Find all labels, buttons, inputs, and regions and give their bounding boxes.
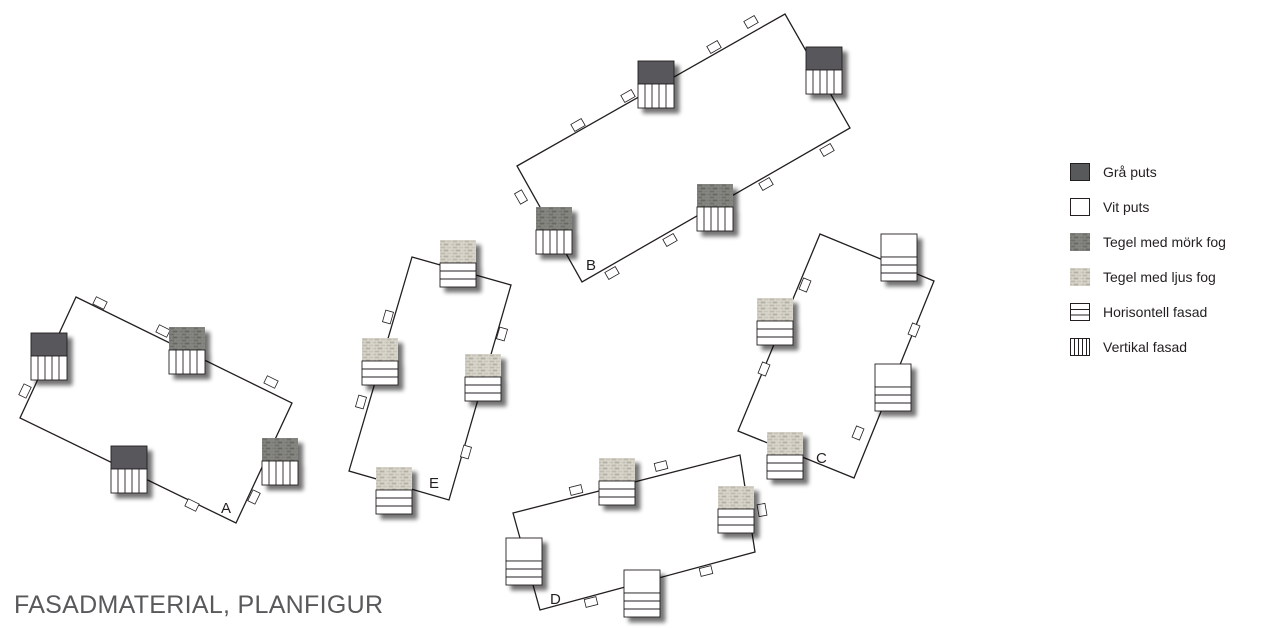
brick-dark-swatch xyxy=(697,184,733,207)
horizontal-facade-mark xyxy=(361,360,399,386)
facade-marker xyxy=(880,233,918,282)
horizontal-facade-mark xyxy=(766,454,804,480)
facade-marker xyxy=(637,60,675,109)
legend-label: Tegel med ljus fog xyxy=(1103,269,1216,285)
brick-light-joint-swatch xyxy=(1070,268,1090,286)
legend: Grå puts Vit puts Tegel med mörk fog Teg… xyxy=(1070,162,1270,372)
horizontal-facade-mark xyxy=(717,508,755,534)
legend-label: Grå puts xyxy=(1103,164,1157,180)
brick-dark-swatch xyxy=(536,207,572,230)
vertical-facade-mark xyxy=(30,355,68,381)
facade-marker xyxy=(874,363,912,412)
building-label: E xyxy=(429,475,439,492)
horizontal-facade-mark xyxy=(505,560,543,586)
window-marks xyxy=(757,277,921,441)
window-marks xyxy=(513,14,835,281)
legend-label: Horisontell fasad xyxy=(1103,304,1208,320)
facade-marker xyxy=(168,327,206,375)
legend-item-brick-dark-joint: Tegel med mörk fog xyxy=(1070,232,1270,252)
white-swatch xyxy=(623,569,661,594)
vertical-facade-mark xyxy=(637,83,675,109)
legend-label: Vertikal fasad xyxy=(1103,339,1188,355)
white-swatch xyxy=(874,363,912,388)
facade-marker xyxy=(717,486,755,534)
gray-swatch xyxy=(110,445,148,470)
facade-marker xyxy=(375,467,413,515)
window-marks xyxy=(18,296,279,512)
vertical-facade-mark xyxy=(168,349,206,375)
facade-marker xyxy=(110,445,148,494)
white-swatch xyxy=(505,537,543,562)
horizontal-facade-mark xyxy=(756,320,794,346)
building-label: A xyxy=(221,500,231,517)
brick-dark-swatch xyxy=(169,327,205,350)
facade-markers xyxy=(30,46,918,618)
facade-marker xyxy=(439,240,477,288)
brick-light-swatch xyxy=(440,240,476,263)
building-a: A xyxy=(18,296,293,524)
vertical-facade-mark xyxy=(535,229,573,255)
facade-marker xyxy=(30,332,68,381)
legend-item-brick-light-joint: Tegel med ljus fog xyxy=(1070,267,1270,287)
building-e-outline xyxy=(348,256,512,501)
brick-light-swatch xyxy=(757,298,793,321)
horizontal-facade-mark xyxy=(880,256,918,282)
vertical-facade-swatch xyxy=(1070,338,1090,356)
legend-item-white-render: Vit puts xyxy=(1070,197,1270,217)
brick-light-swatch xyxy=(599,458,635,481)
facade-marker xyxy=(261,438,299,486)
facade-marker xyxy=(623,569,661,618)
facade-marker xyxy=(805,46,843,95)
horizontal-facade-swatch xyxy=(1070,303,1090,321)
brick-light-swatch xyxy=(465,354,501,377)
brick-light-swatch xyxy=(718,486,754,509)
building-e: E xyxy=(348,256,512,501)
facade-marker xyxy=(598,458,636,506)
window-marks xyxy=(355,309,508,460)
gray-swatch xyxy=(30,332,68,357)
horizontal-facade-mark xyxy=(623,592,661,618)
brick-light-swatch xyxy=(362,338,398,361)
horizontal-facade-mark xyxy=(439,262,477,288)
white-swatch xyxy=(880,233,918,258)
vertical-facade-mark xyxy=(696,206,734,232)
page-title: FASADMATERIAL, PLANFIGUR xyxy=(14,591,384,619)
building-label: C xyxy=(816,450,827,467)
gray-swatch xyxy=(637,60,675,85)
legend-label: Vit puts xyxy=(1103,199,1150,215)
facade-marker xyxy=(696,184,734,232)
building-label: B xyxy=(586,257,596,274)
horizontal-facade-mark xyxy=(375,489,413,515)
legend-item-vertical-facade: Vertikal fasad xyxy=(1070,337,1270,357)
white-render-swatch xyxy=(1070,198,1090,216)
facade-marker xyxy=(505,537,543,586)
building-d: D xyxy=(512,454,768,611)
vertical-facade-mark xyxy=(805,69,843,95)
gray-swatch xyxy=(805,46,843,71)
facade-marker xyxy=(535,207,573,255)
gray-render-swatch xyxy=(1070,163,1090,181)
facade-marker xyxy=(766,432,804,480)
facade-marker xyxy=(464,354,502,402)
facade-marker xyxy=(756,298,794,346)
horizontal-facade-mark xyxy=(464,376,502,402)
building-label: D xyxy=(550,591,561,608)
horizontal-facade-mark xyxy=(874,386,912,412)
window-marks xyxy=(568,460,768,608)
brick-light-swatch xyxy=(767,432,803,455)
legend-item-gray-render: Grå puts xyxy=(1070,162,1270,182)
brick-light-swatch xyxy=(376,467,412,490)
horizontal-facade-mark xyxy=(598,480,636,506)
facade-marker xyxy=(361,338,399,386)
brick-dark-joint-swatch xyxy=(1070,233,1090,251)
legend-label: Tegel med mörk fog xyxy=(1103,234,1226,250)
vertical-facade-mark xyxy=(110,468,148,494)
brick-dark-swatch xyxy=(262,438,298,461)
vertical-facade-mark xyxy=(261,460,299,486)
legend-item-horizontal-facade: Horisontell fasad xyxy=(1070,302,1270,322)
